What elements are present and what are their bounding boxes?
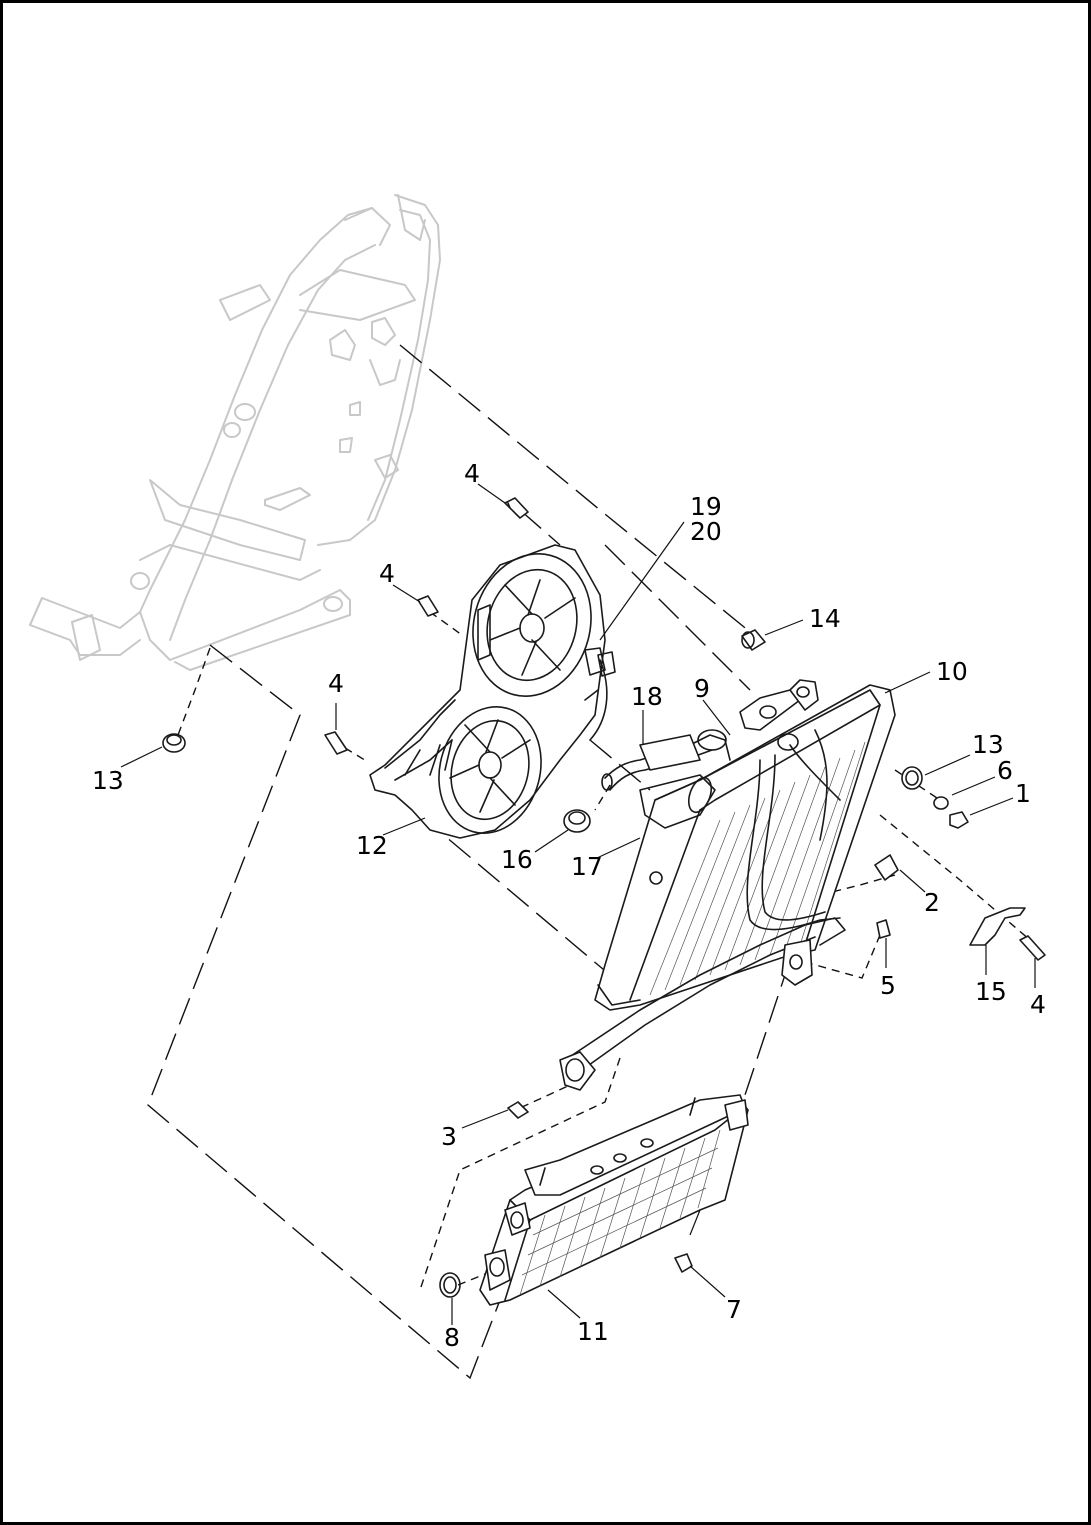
callout-13-left: 13 <box>92 766 124 795</box>
grommet-13-left <box>162 733 186 753</box>
callout-labels: 4 19 20 4 14 10 4 18 9 13 6 1 13 12 16 1… <box>92 459 1046 1352</box>
leader-lines <box>120 483 1036 1325</box>
callout-4-mid: 4 <box>328 669 344 698</box>
grommet-13-right <box>901 766 923 790</box>
fan-shroud-assembly <box>369 544 616 839</box>
callout-12: 12 <box>356 831 388 860</box>
radiator <box>594 679 896 1011</box>
clip-16 <box>563 809 591 833</box>
bolt-4-top <box>504 497 529 519</box>
callout-11: 11 <box>577 1317 609 1346</box>
callout-8: 8 <box>444 1323 460 1352</box>
nut-7 <box>674 1253 693 1273</box>
callout-19: 19 <box>690 492 722 521</box>
callout-15: 15 <box>975 977 1007 1006</box>
callout-18: 18 <box>631 682 663 711</box>
callout-1: 1 <box>1015 779 1031 808</box>
hardware <box>162 497 1046 1298</box>
callout-20: 20 <box>690 517 722 546</box>
bolt-3 <box>507 1101 529 1119</box>
bolt-4-mid <box>324 731 348 755</box>
callout-4-left: 4 <box>379 559 395 588</box>
callout-7: 7 <box>726 1295 742 1324</box>
callout-3: 3 <box>441 1122 457 1151</box>
callout-4-right: 4 <box>1030 990 1046 1019</box>
callout-13-right: 13 <box>972 730 1004 759</box>
fitting-2 <box>874 854 899 881</box>
nut-1 <box>949 811 969 829</box>
bolt-4-left <box>417 595 439 617</box>
callout-17: 17 <box>571 852 603 881</box>
bolt-5 <box>876 919 891 939</box>
callout-6: 6 <box>997 756 1013 785</box>
callout-5: 5 <box>880 971 896 1000</box>
bolt-4-right <box>1019 935 1046 961</box>
o-ring-8 <box>439 1272 461 1298</box>
callout-10: 10 <box>936 657 968 686</box>
callout-14: 14 <box>809 604 841 633</box>
callout-16: 16 <box>501 845 533 874</box>
upper-hose <box>601 729 731 791</box>
callout-9: 9 <box>694 674 710 703</box>
motorcycle-frame-ghost <box>29 194 441 671</box>
lower-pipe <box>559 917 846 1091</box>
bracket-15 <box>969 907 1026 946</box>
callout-4-top: 4 <box>464 459 480 488</box>
oil-cooler <box>479 1094 749 1306</box>
washer-6 <box>933 796 949 810</box>
callout-2: 2 <box>924 888 940 917</box>
